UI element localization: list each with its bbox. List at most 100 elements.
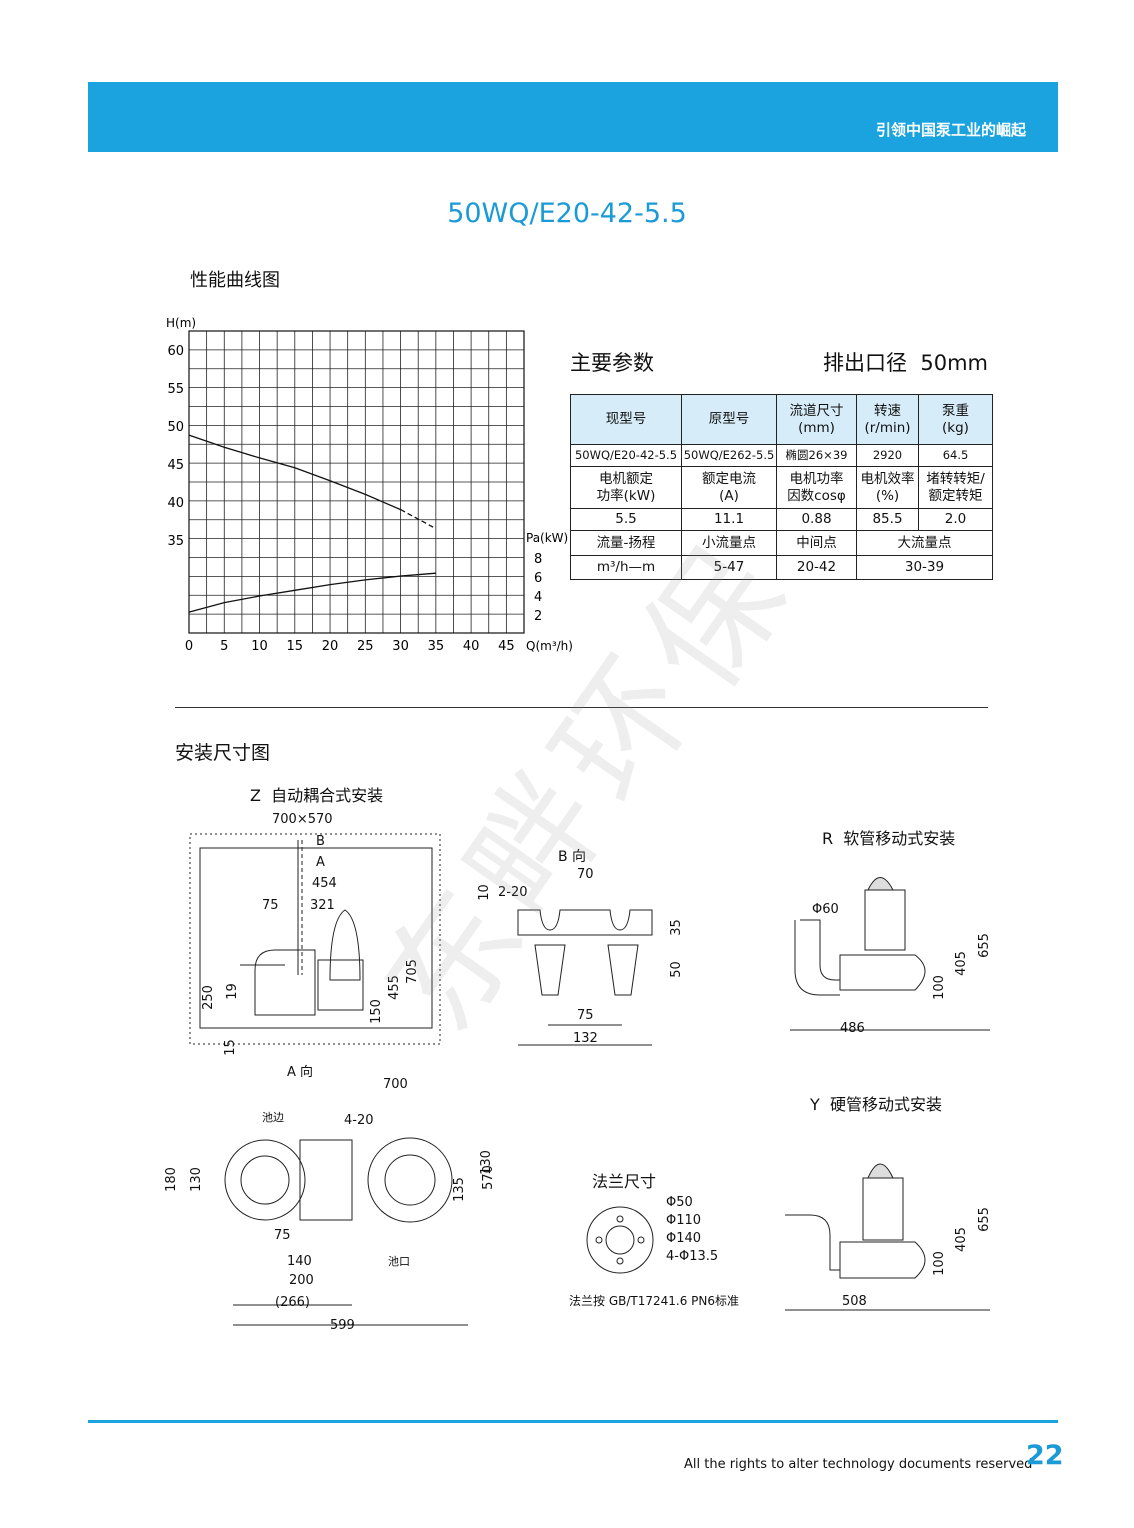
z-dim: A [316,855,325,870]
page-number: 22 [1026,1440,1064,1471]
head-tick-label: 40 [167,496,184,511]
x-tick-label: 15 [287,639,304,654]
a-dim: (266) [275,1295,310,1310]
params-header-cell: 大流量点 [856,530,993,556]
power-tick-label: 4 [534,590,542,605]
params-cell: 5.5 [570,508,682,531]
x-tick-label: 0 [185,639,193,654]
a-dim: 570 [480,1165,496,1190]
installation-drawings [189,833,990,1326]
a-label-pool-opening: 池口 [388,1255,410,1268]
b-dim: 132 [573,1031,598,1046]
head-tick-label: 50 [167,420,184,435]
r-dim: Φ60 [812,902,839,917]
z-dim: 700×570 [272,812,333,827]
a-dim: 140 [287,1254,312,1269]
params-header-cell: 流道尺寸 (mm) [776,394,857,445]
footer-rights: All the rights to alter technology docum… [684,1457,1033,1472]
r-dim: 405 [953,951,969,976]
params-cell: 2920 [856,444,919,467]
params-header-cell: 现型号 [570,394,682,445]
a-dim: 75 [274,1228,291,1243]
x-tick-label: 35 [428,639,445,654]
b-view-drawing [517,909,653,1046]
x-axis-label: Q(m³/h) [526,639,573,653]
params-header-cell: 电机效率 (%) [856,466,919,509]
x-tick-label: 30 [392,639,409,654]
params-header-cell: 堵转转矩/ 额定转矩 [918,466,993,509]
y-dim: 405 [953,1227,969,1252]
params-cell: 20-42 [776,555,857,580]
a-dim: 180 [163,1167,179,1192]
z-dim: 321 [310,898,335,913]
x-tick-label: 25 [357,639,374,654]
b-view-title: B 向 [558,849,587,865]
b-dim: 75 [577,1008,594,1023]
z-install-title: Z 自动耦合式安装 [250,786,384,805]
r-install-title: R 软管移动式安装 [822,829,956,848]
b-dim: 50 [668,961,684,978]
params-header-cell: 中间点 [776,530,857,556]
y-dim: 655 [976,1207,992,1232]
power-curve [188,572,436,613]
params-cell: 0.88 [776,508,857,531]
z-dim: 19 [224,983,240,1000]
flange-drawing [586,1206,654,1274]
flange-dim: Φ50 [666,1195,693,1210]
head-tick-label: 35 [167,534,184,549]
x-tick-label: 5 [220,639,228,654]
z-dim: 150 [368,999,384,1024]
a-view-drawing [224,1137,468,1326]
flange-note: 法兰按 GB/T17241.6 PN6标准 [569,1294,740,1308]
plot-frame [188,330,525,634]
y-dim: 508 [842,1294,867,1309]
params-cell: 50WQ/E262-5.5 [681,444,777,467]
b-dim: 35 [668,919,684,936]
params-cell: 64.5 [918,444,993,467]
power-tick-label: 6 [534,571,542,586]
a-view-title: A 向 [287,1065,314,1080]
params-cell: 85.5 [856,508,919,531]
y-install-title: Y 硬管移动式安装 [810,1095,942,1114]
params-table: 现型号 原型号 流道尺寸 (mm) 转速 (r/min) 泵重 (kg) 50W… [570,394,993,580]
power-axis-label: Pa(kW) [526,531,568,545]
params-header-cell: 泵重 (kg) [918,394,993,445]
r-dim: 100 [931,975,947,1000]
z-dim: 454 [312,876,337,891]
flange-dim: 4-Φ13.5 [666,1249,719,1264]
r-install-drawing [790,877,990,1031]
params-header-cell: 额定电流 (A) [681,466,777,509]
params-cell: m³/h—m [570,555,682,580]
z-dim: 250 [200,985,216,1010]
a-dim: 599 [330,1318,355,1333]
head-tick-label: 55 [167,382,184,397]
a-dim: 200 [289,1273,314,1288]
z-dim: 75 [262,898,279,913]
params-cell: 椭圆26×39 [776,444,857,467]
a-label-pool-edge: 池边 [262,1111,284,1124]
flange-dim: Φ140 [666,1231,702,1246]
head-tick-label: 60 [167,344,184,359]
y-dim: 100 [931,1251,947,1276]
params-cell: 30-39 [856,555,993,580]
b-dim: 2-20 [498,885,528,900]
outlet-size: 排出口径 50mm [823,351,988,375]
power-tick-label: 8 [534,552,542,567]
a-dim: 130 [188,1167,204,1192]
x-tick-label: 45 [498,639,515,654]
power-tick-label: 2 [534,609,542,624]
b-dim: 70 [577,867,594,882]
params-section-title: 主要参数 [570,351,654,375]
header-slogan: 引领中国泵工业的崛起 [875,121,1026,139]
params-header-cell: 电机额定 功率(kW) [570,466,682,509]
model-title: 50WQ/E20-42-5.5 [447,198,687,229]
params-cell: 5-47 [681,555,777,580]
x-tick-label: 40 [463,639,480,654]
z-install-drawing [189,833,441,1045]
params-header-cell: 流量-扬程 [570,530,682,556]
params-header-cell: 电机功率 因数cosφ [776,466,857,509]
params-header-cell: 转速 (r/min) [856,394,919,445]
installation-section-title: 安装尺寸图 [175,742,271,764]
params-cell: 50WQ/E20-42-5.5 [570,444,682,467]
